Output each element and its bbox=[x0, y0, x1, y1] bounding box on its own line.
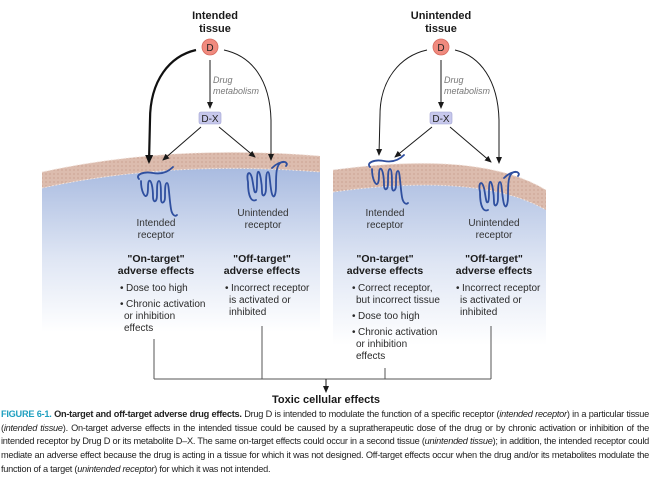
metabolism-label: metabolism bbox=[444, 86, 491, 96]
heading: adverse effects bbox=[118, 265, 195, 277]
bullet-text: or inhibition bbox=[356, 339, 407, 350]
bullet-text: or inhibition bbox=[124, 311, 175, 322]
bullet-text: Incorrect receptor bbox=[231, 283, 310, 294]
bullet-dot: • bbox=[352, 327, 356, 338]
bullet-dot: • bbox=[352, 283, 356, 294]
receptor-label: Intended bbox=[366, 208, 405, 219]
bullet-text: inhibited bbox=[229, 307, 266, 318]
metabolism-label: Drug bbox=[213, 75, 233, 85]
panel-title: tissue bbox=[425, 23, 457, 35]
cell-membrane bbox=[333, 163, 546, 210]
bullet-dot: • bbox=[120, 283, 124, 294]
panel-title: tissue bbox=[199, 23, 231, 35]
bullet-text: Incorrect receptor bbox=[462, 283, 541, 294]
figure-caption: FIGURE 6-1. On-target and off-target adv… bbox=[1, 408, 649, 477]
heading: adverse effects bbox=[347, 265, 424, 277]
caption-text: ) for which it was not intended. bbox=[154, 463, 271, 474]
bullet-dot: • bbox=[225, 283, 229, 294]
on-target-effects: "On-target" adverse effects • Dose too h… bbox=[118, 253, 206, 334]
metabolite-label: D-X bbox=[432, 114, 450, 125]
receptor-label: receptor bbox=[138, 230, 175, 241]
caption-text: Drug D is intended to modulate the funct… bbox=[241, 409, 500, 419]
heading: "On-target" bbox=[356, 253, 413, 265]
cell-membrane bbox=[42, 152, 320, 188]
metabolite-label: D-X bbox=[201, 114, 219, 125]
caption-text: ) in a particular tissue ( bbox=[1, 409, 649, 433]
outcome-label: Toxic cellular effects bbox=[272, 394, 380, 405]
bullet-text: effects bbox=[124, 323, 153, 334]
convergence-connector bbox=[153, 326, 492, 380]
drug-node bbox=[201, 38, 219, 56]
metabolite-node bbox=[198, 111, 222, 125]
metabolite-to-intended-receptor-arrow bbox=[394, 126, 433, 158]
receptor-label: Unintended bbox=[237, 208, 288, 219]
drug-to-unintended-receptor-arrow bbox=[223, 49, 274, 161]
heading: "On-target" bbox=[127, 253, 184, 265]
receptor-label: receptor bbox=[367, 220, 404, 231]
off-target-effects: "Off-target" adverse effects • Incorrect… bbox=[456, 253, 541, 318]
heading: "Off-target" bbox=[465, 253, 523, 265]
heading: "Off-target" bbox=[233, 253, 291, 265]
figure-number: FIGURE 6-1. bbox=[1, 409, 52, 419]
heading: adverse effects bbox=[224, 265, 301, 277]
heading: adverse effects bbox=[456, 265, 533, 277]
drug-effects-diagram: Intended tissue D Drug metabolism D-X In… bbox=[41, 10, 547, 405]
bullet-text: Chronic activation bbox=[358, 327, 437, 338]
cytoplasm bbox=[42, 168, 320, 332]
drug-to-unintended-receptor-arrow bbox=[454, 49, 502, 164]
bullet-text: Correct receptor, bbox=[358, 283, 432, 294]
figure-title: On-target and off-target adverse drug ef… bbox=[54, 409, 242, 419]
drug-to-intended-receptor-arrow bbox=[145, 48, 197, 164]
caption-italic: intended tissue bbox=[3, 422, 63, 433]
panel-title: Intended bbox=[192, 10, 238, 22]
panel-unintended-tissue: Unintended tissue D Drug metabolism D-X … bbox=[332, 10, 547, 362]
caption-text: ); in addition, the intended receptor co… bbox=[1, 436, 649, 474]
receptor-label: Unintended bbox=[468, 218, 519, 229]
drug-label: D bbox=[206, 43, 213, 54]
caption-italic: intended receptor bbox=[499, 409, 567, 419]
panel-intended-tissue: Intended tissue D Drug metabolism D-X In… bbox=[41, 10, 321, 334]
caption-italic: unintended receptor bbox=[77, 463, 155, 474]
drug-node bbox=[432, 38, 450, 56]
on-target-effects: "On-target" adverse effects • Correct re… bbox=[347, 253, 441, 362]
bullet-text: but incorrect tissue bbox=[356, 295, 440, 306]
metabolite-to-unintended-receptor-arrow bbox=[449, 126, 492, 163]
panel-title: Unintended bbox=[411, 10, 472, 22]
receptor-label: receptor bbox=[476, 230, 513, 241]
drug-to-intended-receptor-arrow bbox=[376, 49, 428, 156]
cytoplasm bbox=[333, 165, 546, 345]
metabolism-label: Drug bbox=[444, 75, 464, 85]
metabolite-node bbox=[429, 111, 453, 125]
receptor-label: receptor bbox=[245, 220, 282, 231]
drug-label: D bbox=[437, 43, 444, 54]
bullet-text: is activated or bbox=[229, 295, 291, 306]
bullet-text: Dose too high bbox=[358, 311, 420, 322]
metabolite-to-unintended-receptor-arrow bbox=[218, 126, 256, 158]
off-target-effects: "Off-target" adverse effects • Incorrect… bbox=[224, 253, 310, 318]
bullet-dot: • bbox=[456, 283, 460, 294]
bullet-text: effects bbox=[356, 351, 385, 362]
caption-italic: unintended tissue bbox=[424, 436, 493, 447]
metabolite-to-intended-receptor-arrow bbox=[162, 126, 202, 161]
bullet-text: Dose too high bbox=[126, 283, 188, 294]
caption-text: ). On-target adverse effects in the inte… bbox=[1, 422, 649, 447]
metabolism-label: metabolism bbox=[213, 86, 260, 96]
bullet-dot: • bbox=[352, 311, 356, 322]
bullet-text: is activated or bbox=[460, 295, 522, 306]
bullet-text: Chronic activation bbox=[126, 299, 205, 310]
bullet-text: inhibited bbox=[460, 307, 497, 318]
bullet-dot: • bbox=[120, 299, 124, 310]
receptor-label: Intended bbox=[137, 218, 176, 229]
